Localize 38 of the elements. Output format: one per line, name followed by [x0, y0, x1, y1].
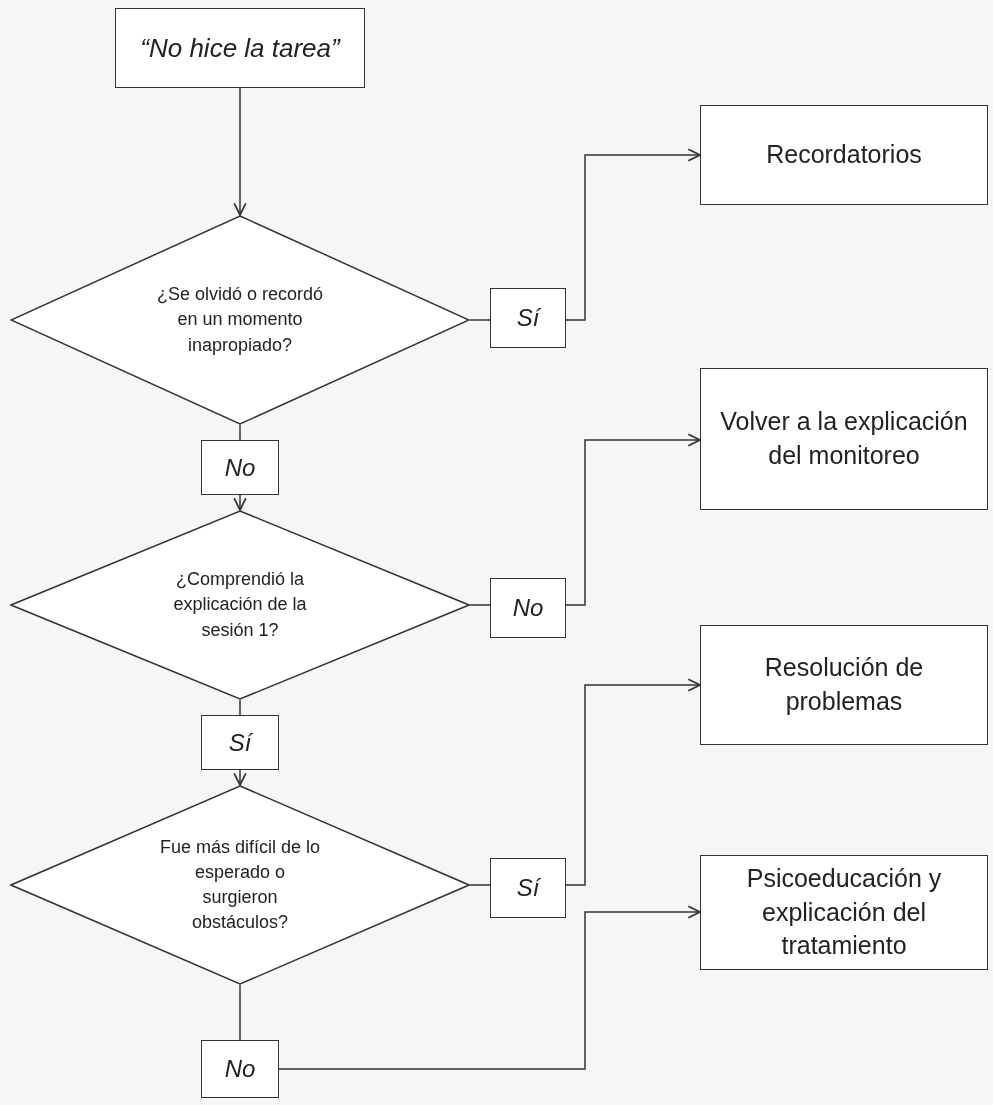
question-text: ¿Se olvidó o recordó en un momento inapropiado? [155, 283, 325, 357]
question-text: ¿Comprendió la explicación de la sesión 1? [172, 568, 308, 642]
outcome-box [700, 368, 988, 510]
arrow [233, 494, 247, 511]
arrow [233, 87, 247, 216]
outcome-text: Volver a la explicación del monitoreo [719, 406, 969, 471]
arrow [233, 769, 247, 786]
answer-box [490, 288, 566, 348]
arrow [565, 678, 701, 886]
answer-text: No [224, 1055, 256, 1083]
arrow [565, 148, 701, 321]
outcome-box [700, 855, 988, 970]
arrow [278, 905, 701, 1070]
arrow [565, 433, 701, 606]
answer-box [201, 715, 279, 770]
answer-text: Sí [516, 304, 540, 332]
start-text: “No hice la tarea” [140, 32, 340, 64]
outcome-text: Resolución de problemas [763, 652, 925, 717]
outcome-text: Recordatorios [765, 139, 923, 171]
connector-line [239, 424, 241, 441]
connector-line [239, 984, 241, 1041]
connector-line [239, 699, 241, 716]
outcome-text: Psicoeducación y explicación del tratamiento [745, 862, 943, 962]
outcome-box [700, 105, 988, 205]
connector-line [469, 884, 491, 886]
answer-text: Sí [516, 874, 540, 902]
connector-line [469, 319, 491, 321]
answer-text: Sí [228, 728, 252, 757]
answer-box [490, 578, 566, 638]
answer-box [490, 858, 566, 918]
answer-text: No [512, 594, 544, 622]
outcome-box [700, 625, 988, 745]
connector-line [469, 604, 491, 606]
question-text: Fue más difícil de lo esperado o surgieron obstáculos? [158, 835, 322, 935]
start-box [115, 8, 365, 88]
answer-box [201, 440, 279, 495]
answer-box [201, 1040, 279, 1098]
answer-text: No [224, 453, 256, 482]
